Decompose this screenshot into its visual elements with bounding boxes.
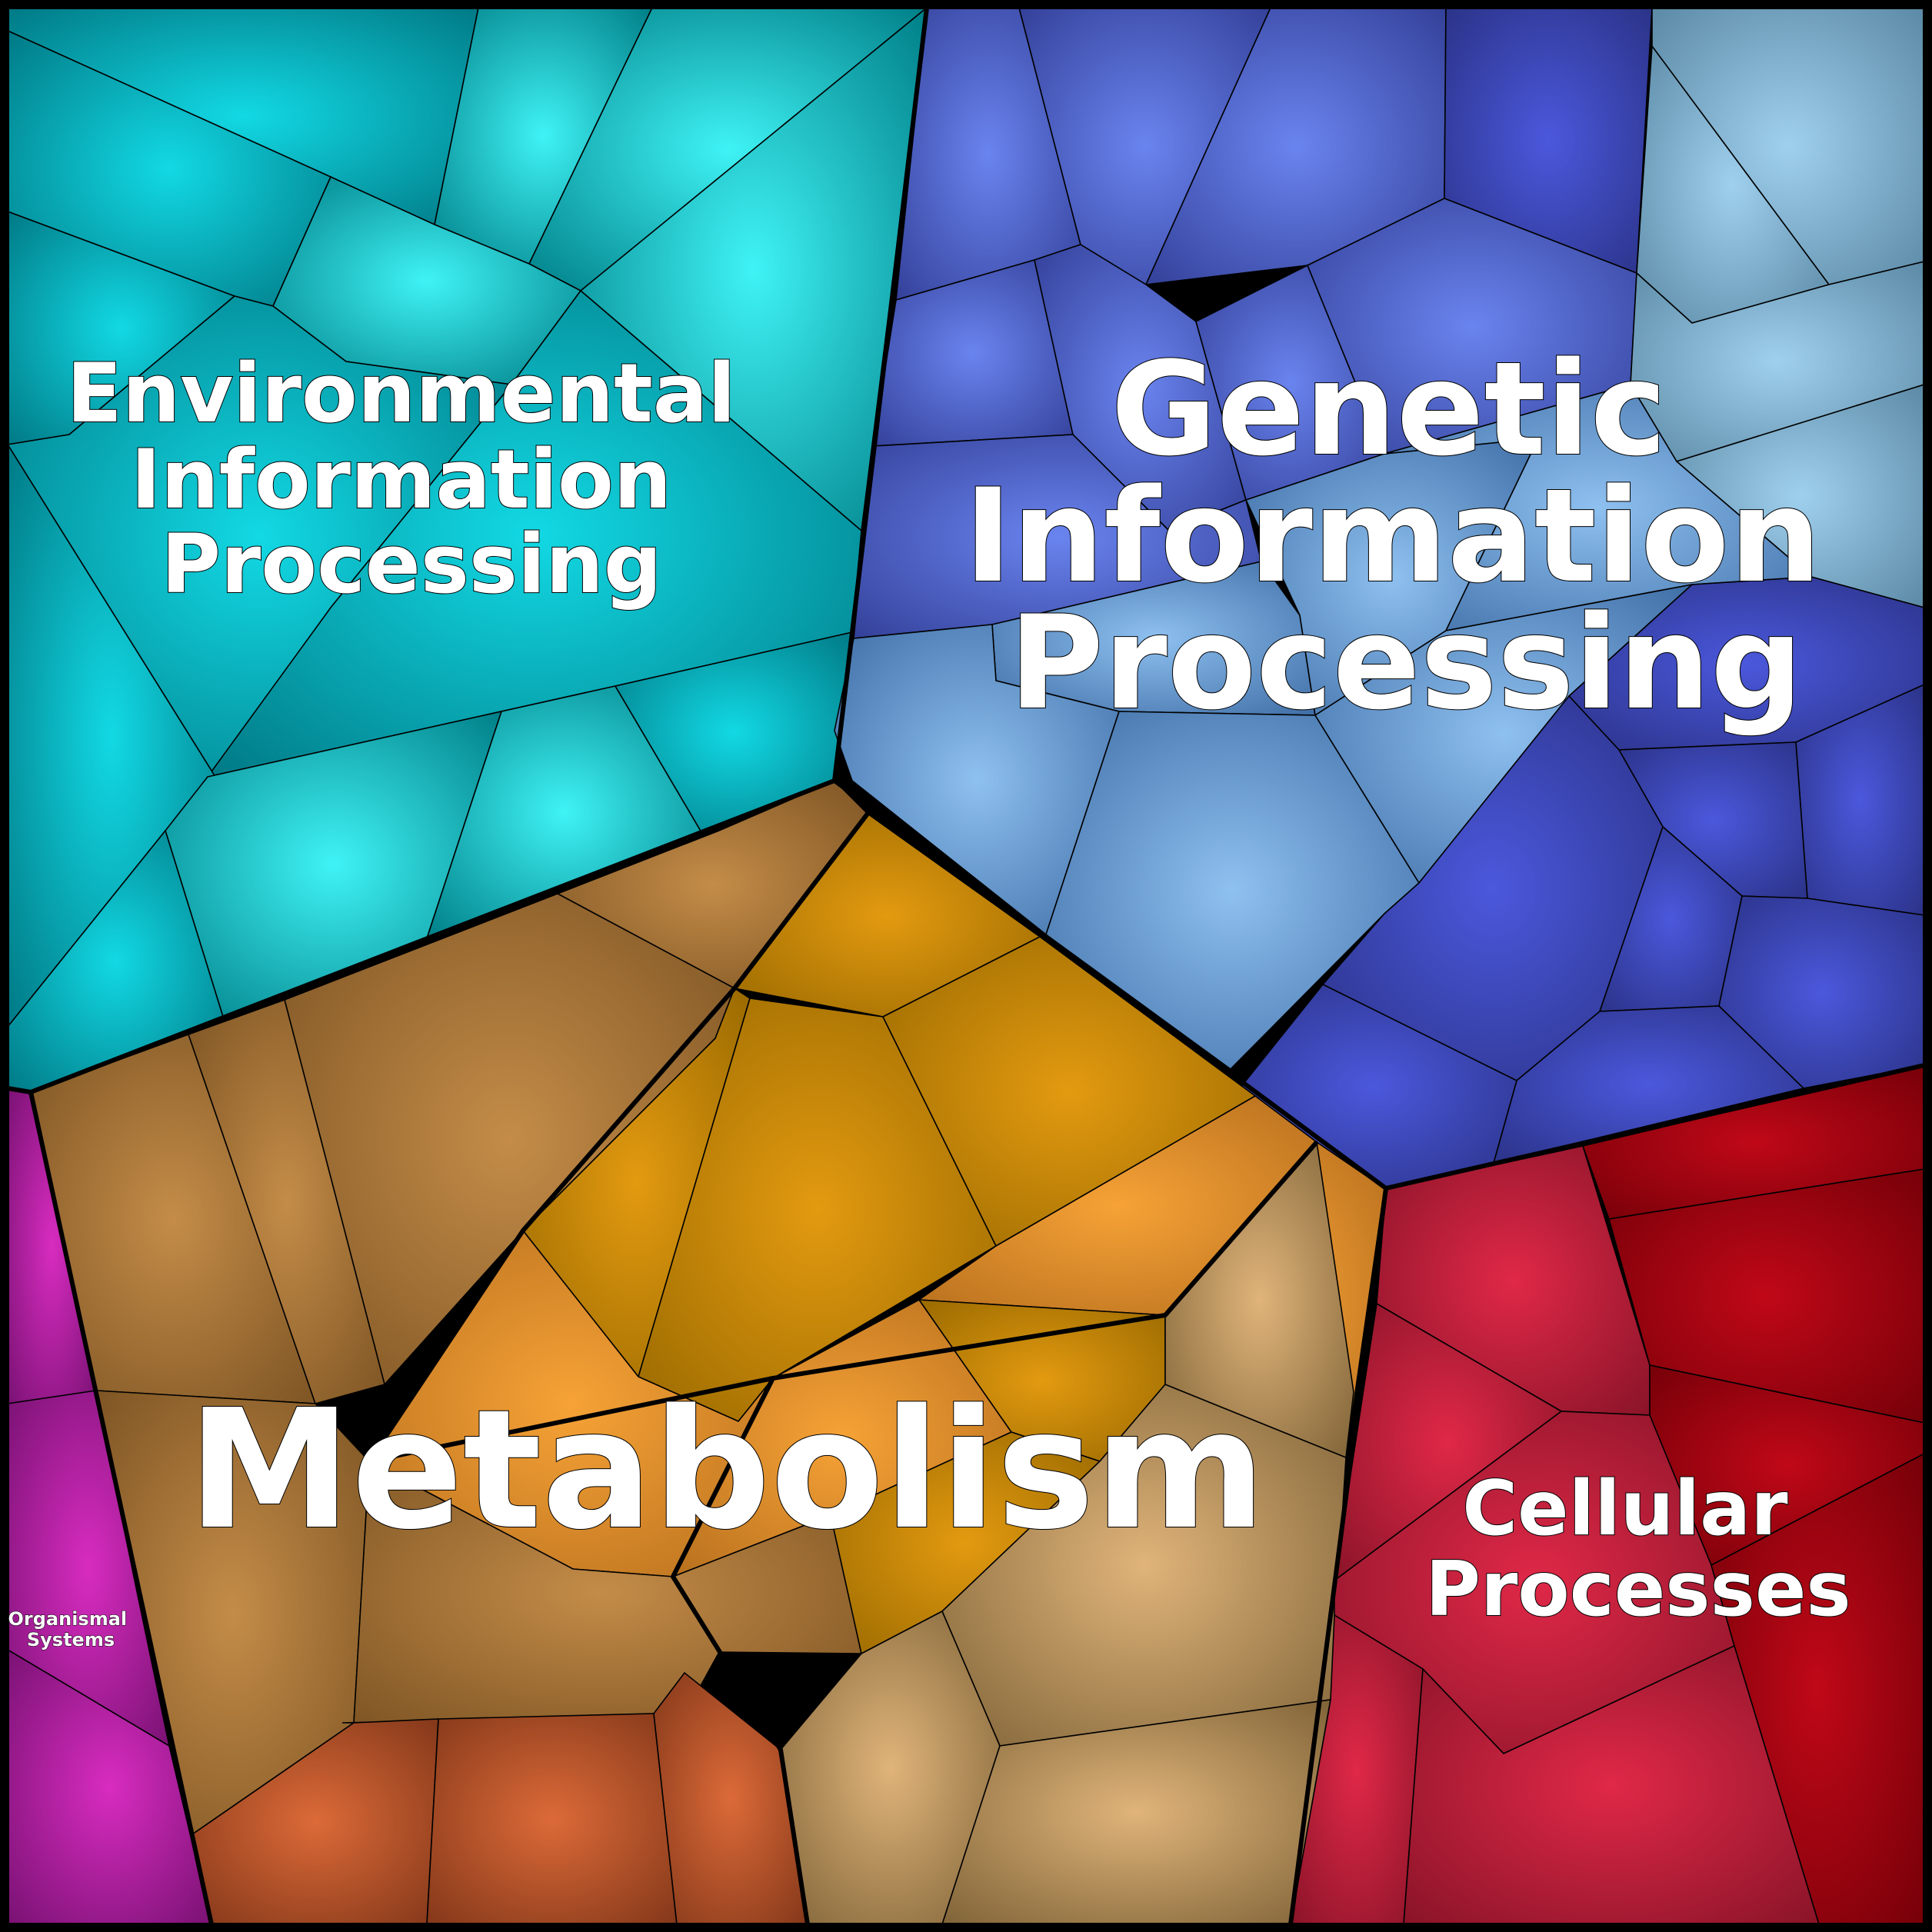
- label-environmental: Environmental Information Processing: [66, 346, 764, 611]
- cell: [1492, 1005, 1805, 1164]
- cell: [1403, 1644, 1820, 1925]
- label-genetic: Genetic Information Processing: [964, 334, 1866, 738]
- region-cellular: [1290, 1064, 1925, 1925]
- region-genetic: [834, 7, 1925, 1189]
- cell: [341, 1460, 862, 1724]
- region-environmental: [6, 6, 929, 1093]
- cell: [187, 998, 385, 1404]
- label-metabolism: Metabolism: [188, 1374, 1266, 1566]
- region-metabolism: [30, 780, 1385, 1925]
- label-organismal: Organismal Systems: [8, 1608, 134, 1651]
- label-cellular: Cellular Processes: [1425, 1465, 1851, 1634]
- cell: [426, 1713, 678, 1925]
